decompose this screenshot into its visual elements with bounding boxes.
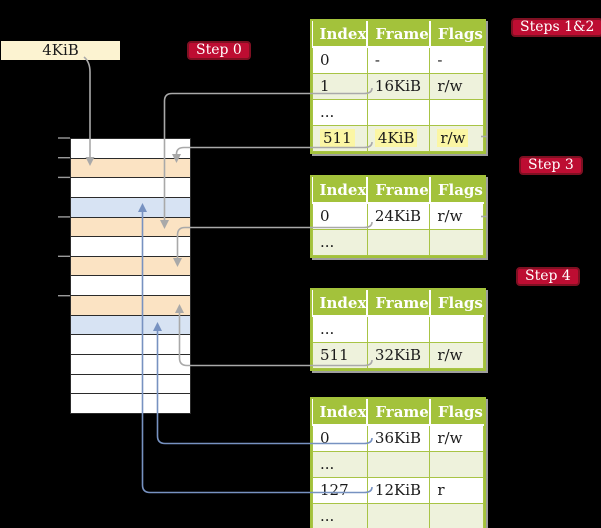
table-cell bbox=[429, 228, 485, 256]
column-header-index: Index bbox=[312, 177, 369, 204]
column-header-flags: Flags bbox=[429, 399, 484, 426]
table-row-index-0: 0-- bbox=[312, 46, 485, 74]
table-cell: 511 bbox=[312, 124, 368, 152]
column-header-flags: Flags bbox=[429, 290, 484, 317]
table-cell: r/w bbox=[429, 72, 485, 100]
table-row-index-...: ... bbox=[312, 502, 485, 528]
column-header-index: Index bbox=[312, 21, 369, 48]
step-3-badge: Step 3 bbox=[519, 156, 583, 175]
physical-memory-column bbox=[70, 138, 191, 414]
highlighted-value: 4KiB bbox=[374, 129, 418, 147]
page-size-label-box: 4KiB bbox=[1, 41, 120, 60]
table-cell bbox=[366, 450, 431, 478]
table-row-index-...: ... bbox=[312, 228, 485, 256]
memory-frame-row-12-white bbox=[71, 374, 190, 395]
table-cell: ... bbox=[312, 502, 368, 528]
table-cell: - bbox=[366, 46, 431, 74]
column-header-index: Index bbox=[312, 290, 369, 317]
table-cell: 127 bbox=[312, 476, 368, 504]
highlighted-value: r/w bbox=[437, 129, 469, 147]
table-cell: ... bbox=[312, 315, 368, 343]
table-cell: 32KiB bbox=[366, 341, 431, 369]
memory-frame-row-3-blue bbox=[71, 197, 190, 218]
column-header-frame: Frame bbox=[367, 21, 431, 48]
column-header-index: Index bbox=[312, 399, 369, 426]
table-cell: r bbox=[429, 476, 485, 504]
table-cell: 0 bbox=[312, 202, 368, 230]
table-cell: ... bbox=[312, 228, 368, 256]
table-cell: 36KiB bbox=[366, 424, 431, 452]
memory-frame-row-5-white bbox=[71, 237, 190, 257]
column-header-flags: Flags bbox=[429, 21, 484, 48]
memory-frame-row-6-orange bbox=[71, 256, 190, 277]
memory-frame-row-0-white bbox=[71, 139, 190, 159]
memory-frame-row-2-white bbox=[71, 178, 190, 198]
table-cell bbox=[366, 228, 431, 256]
table-cell: 12KiB bbox=[366, 476, 431, 504]
table-cell bbox=[429, 502, 485, 528]
table-cell: ... bbox=[312, 98, 368, 126]
table-cell: 511 bbox=[312, 341, 368, 369]
memory-frame-row-10-white bbox=[71, 335, 190, 356]
table-cell: r/w bbox=[429, 124, 485, 152]
table-row-index-511: 511 4KiB r/w bbox=[312, 124, 485, 152]
table-cell bbox=[366, 502, 431, 528]
table-cell: ... bbox=[312, 450, 368, 478]
table-cell bbox=[429, 450, 485, 478]
column-header-flags: Flags bbox=[429, 177, 484, 204]
table-cell: 0 bbox=[312, 424, 368, 452]
memory-frame-row-13-white bbox=[71, 394, 190, 413]
table-cell: - bbox=[429, 46, 485, 74]
table-cell bbox=[429, 98, 485, 126]
table-cell bbox=[366, 315, 431, 343]
table-cell bbox=[429, 315, 485, 343]
table-row-index-...: ... bbox=[312, 450, 485, 478]
memory-frame-row-11-white bbox=[71, 355, 190, 375]
table-cell: 0 bbox=[312, 46, 368, 74]
table-cell: r/w bbox=[429, 202, 485, 230]
table-cell: 1 bbox=[312, 72, 368, 100]
table-cell bbox=[366, 98, 431, 126]
column-header-frame: Frame bbox=[367, 290, 431, 317]
table-cell: 24KiB bbox=[366, 202, 431, 230]
steps-1-and-2-badge: Steps 1&2 bbox=[511, 18, 601, 37]
column-header-frame: Frame bbox=[367, 177, 431, 204]
table-row-index-...: ... bbox=[312, 315, 485, 343]
memory-frame-row-1-orange bbox=[71, 158, 190, 179]
table-cell: r/w bbox=[429, 341, 485, 369]
step-0-badge: Step 0 bbox=[187, 41, 251, 60]
step-4-badge: Step 4 bbox=[516, 267, 580, 286]
table-cell: 4KiB bbox=[366, 124, 431, 152]
memory-frame-row-7-white bbox=[71, 276, 190, 297]
memory-frame-row-4-orange bbox=[71, 217, 190, 238]
memory-frame-row-9-blue bbox=[71, 315, 190, 336]
highlighted-value: 511 bbox=[320, 129, 355, 147]
table-row-index-...: ... bbox=[312, 98, 485, 126]
table-cell: 16KiB bbox=[366, 72, 431, 100]
memory-frame-row-8-orange bbox=[71, 296, 190, 316]
column-header-frame: Frame bbox=[367, 399, 431, 426]
table-cell: r/w bbox=[429, 424, 485, 452]
